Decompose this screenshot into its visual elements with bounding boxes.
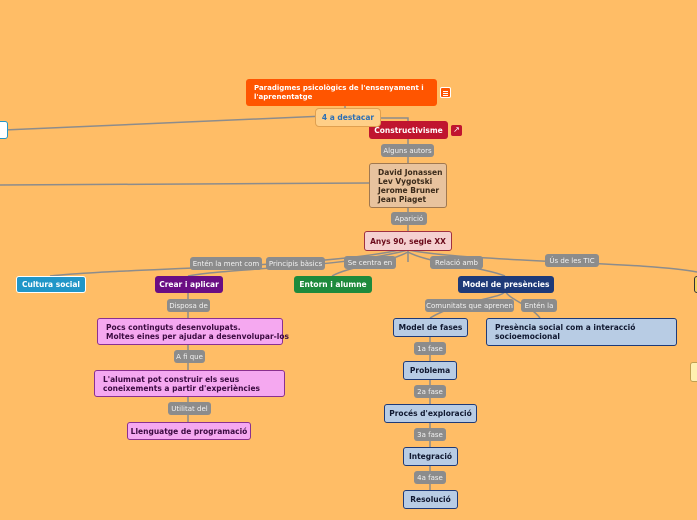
label-disposa: Disposa de <box>167 299 210 312</box>
crear-label: Crear i aplicar <box>159 280 219 289</box>
label-enten-la: Entén la <box>521 299 557 312</box>
problema-label: Problema <box>409 366 451 375</box>
root-title-line2: l'aprenentatge <box>254 92 313 101</box>
presencia-line1: Presència social com a interacció <box>495 323 636 332</box>
authors-node[interactable]: David Jonassen Lev Vygotski Jerome Brune… <box>369 163 447 208</box>
crear-node[interactable]: Crear i aplicar <box>155 276 223 293</box>
connector-model-right <box>504 290 541 319</box>
era-label: Anys 90, segle XX <box>370 236 446 246</box>
presencia-line2: socioemocional <box>495 332 560 341</box>
era-node[interactable]: Anys 90, segle XX <box>364 231 452 251</box>
label-centra: Se centra en <box>344 256 396 269</box>
problema-node[interactable]: Problema <box>403 361 457 380</box>
offscreen-node-right-lower[interactable] <box>690 362 697 382</box>
label-alguns-autors: Alguns autors <box>381 144 434 157</box>
external-link-icon[interactable]: ↗ <box>451 125 462 136</box>
label-us-tic: Ús de les TIC <box>545 254 599 267</box>
label-utilitat: Utilitat del <box>168 402 211 415</box>
alumnat-line1: L'alumnat pot construir els seus <box>103 374 240 384</box>
constructivism-node[interactable]: Constructivisme <box>369 121 448 139</box>
author-3: Jerome Bruner <box>378 185 440 195</box>
connector-left-upper <box>3 113 371 131</box>
author-1: David Jonassen <box>378 167 443 177</box>
connector-left-lower <box>0 182 371 186</box>
label-relacio: Relació amb <box>430 256 483 269</box>
proces-node[interactable]: Procés d'exploració <box>384 404 477 423</box>
label-fase2: 2a fase <box>414 385 446 398</box>
model-presencies-label: Model de presències <box>462 280 550 289</box>
continguts-line2: Moltes eines per ajudar a desenvolupar-l… <box>106 331 289 341</box>
root-node[interactable]: Paradigmes psicològics de l'ensenyament … <box>246 79 437 106</box>
resolucio-node[interactable]: Resolució <box>403 490 458 509</box>
integracio-node[interactable]: Integració <box>403 447 458 466</box>
integracio-label: Integració <box>408 452 453 461</box>
presencia-node[interactable]: Presència social com a interacció socioe… <box>486 318 677 346</box>
continguts-node[interactable]: Pocs continguts desenvolupats. Moltes ei… <box>97 318 289 345</box>
author-4: Jean Piaget <box>378 194 427 204</box>
offscreen-node-left[interactable] <box>0 121 8 139</box>
label-fase3: 3a fase <box>414 428 446 441</box>
model-presencies-node[interactable]: Model de presències <box>458 276 554 293</box>
author-2: Lev Vygotski <box>378 176 433 186</box>
root-title-line1: Paradigmes psicològics de l'ensenyament … <box>254 83 424 92</box>
alumnat-node[interactable]: L'alumnat pot construir els seus coneixe… <box>94 370 285 397</box>
label-fase1: 1a fase <box>414 342 446 355</box>
llenguatge-node[interactable]: Llenguatge de programació <box>127 422 251 440</box>
label-a-fi: A fi que <box>174 350 205 363</box>
highlight-label: 4 a destacar <box>321 113 375 122</box>
cultura-label: Cultura social <box>22 280 80 289</box>
constructivism-label: Constructivisme <box>374 125 443 135</box>
continguts-line1: Pocs continguts desenvolupats. <box>106 322 241 332</box>
label-fase4: 4a fase <box>414 471 446 484</box>
offscreen-node-right[interactable] <box>694 276 697 293</box>
label-aparicio: Aparició <box>391 212 427 225</box>
llenguatge-label: Llenguatge de programació <box>130 426 248 436</box>
alumnat-line2: coneixements a partir d'experiències <box>103 383 260 393</box>
highlight-tag[interactable]: 4 a destacar <box>315 108 381 127</box>
label-enten: Entén la ment com <box>190 257 262 270</box>
list-icon[interactable] <box>440 87 451 98</box>
model-fases-label: Model de fases <box>398 323 463 332</box>
entorn-node[interactable]: Entorn i alumne <box>294 276 372 293</box>
cultura-node[interactable]: Cultura social <box>16 276 86 293</box>
model-fases-node[interactable]: Model de fases <box>393 318 468 337</box>
proces-label: Procés d'exploració <box>389 409 472 418</box>
resolucio-label: Resolució <box>410 495 451 504</box>
label-principis: Principis bàsics <box>266 257 325 270</box>
label-comunitats: Comunitats que aprenen <box>425 299 514 312</box>
entorn-label: Entorn i alumne <box>299 280 367 289</box>
